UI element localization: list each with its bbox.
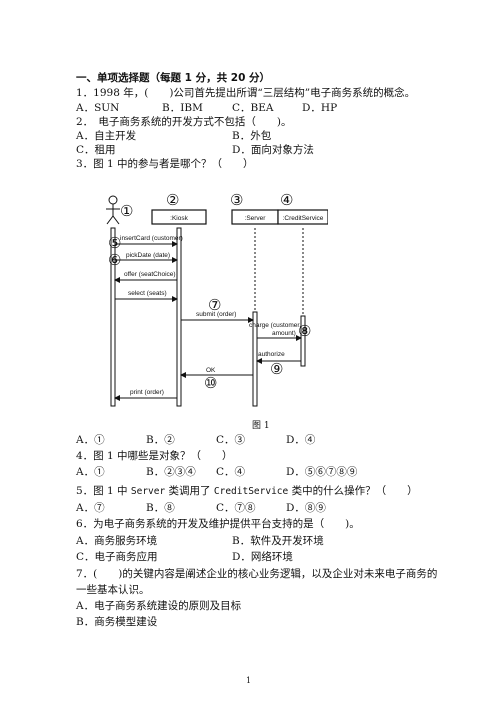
q5-stem-pre: 5．图 1 中 (76, 485, 131, 497)
question-1-stem: 1．1998 年，( )公司首先提出所谓“三层结构”电子商务系统的概念。 (76, 87, 416, 99)
marker-6: ⑥ (108, 251, 121, 269)
marker-4: ④ (280, 191, 293, 209)
lifeline-label-kiosk: :Kiosk (170, 215, 188, 222)
q4-option-b: B．②③④ (146, 466, 196, 478)
q6-option-c: C．电子商务应用 (76, 551, 158, 563)
msg-label-ok: OK (206, 367, 216, 374)
question-5-stem: 5．图 1 中 Server 类调用了 CreditService 类中的什么操… (76, 485, 418, 498)
msg-label-authorize: authorize (258, 351, 285, 358)
msg-label-select: select (seats) (128, 290, 167, 297)
q1-option-d: D．HP (302, 102, 338, 114)
marker-9: ⑨ (270, 360, 283, 378)
question-2-stem: 2． 电子商务系统的开发方式不包括（ )。 (76, 116, 292, 128)
actor-activation (110, 227, 116, 407)
marker-3: ③ (230, 191, 243, 209)
msg-label-amount: amount) (272, 330, 296, 337)
msg-label-pickdate: pickDate (date) (126, 252, 170, 259)
section-heading: 一、单项选择题（每题 1 分，共 20 分） (76, 72, 271, 84)
q3-option-c: C．③ (216, 434, 246, 446)
question-4-stem: 4．图 1 中哪些是对象？（ ） (76, 450, 233, 462)
marker-10: ⑩ (204, 374, 217, 392)
q3-option-d: D．④ (286, 434, 316, 446)
q7-option-b: B．商务模型建设 (76, 616, 158, 628)
kiosk-activation (176, 227, 182, 407)
marker-8: ⑧ (298, 322, 311, 340)
lifeline-label-creditservice: :CreditService (283, 215, 324, 222)
msg-label-insertcard: insertCard (customer) (120, 235, 183, 242)
q6-option-a: A．商务服务环境 (76, 535, 158, 547)
lifeline-label-server: :Server (245, 215, 267, 222)
q1-option-c: C．BEA (232, 102, 274, 114)
figure-caption: 图 1 (252, 421, 270, 431)
q5-option-a: A．⑦ (76, 502, 105, 514)
q1-option-a: A．SUN (76, 102, 120, 114)
question-3-stem: 3．图 1 中的参与者是哪个？（ ） (76, 158, 254, 170)
q7-option-a: A．电子商务系统建设的原则及目标 (76, 600, 242, 612)
q6-option-b: B．软件及开发环境 (232, 535, 324, 547)
msg-label-charge: charge (customer, (249, 322, 301, 329)
question-6-stem: 6．为电子商务系统的开发及维护提供平台支持的是（ )。 (76, 518, 360, 530)
marker-7: ⑦ (208, 296, 221, 314)
msg-label-submit: submit (order) (196, 311, 236, 318)
q2-option-b: B．外包 (232, 130, 272, 142)
question-7-stem-cont: 一些基本认识。 (76, 584, 150, 596)
q5-code-creditservice: CreditService (213, 486, 289, 497)
q1-option-b: B．IBM (162, 102, 203, 114)
msg-label-offer: offer (seatChoice) (124, 271, 176, 278)
q5-code-server: Server (130, 486, 166, 497)
sequence-diagram: :Kiosk :Server :CreditService insertCard… (100, 188, 329, 410)
q5-option-b: B．⑧ (146, 502, 175, 514)
q2-option-d: D．面向对象方法 (232, 144, 314, 156)
q2-option-c: C．租用 (76, 144, 116, 156)
question-7-stem: 7．( )的关键内容是阐述企业的核心业务逻辑，以及企业对未来电子商务的 (76, 568, 438, 580)
marker-5: ⑤ (108, 234, 121, 252)
q4-option-a: A．① (76, 466, 105, 478)
marker-2: ② (166, 191, 179, 209)
q5-stem-mid: 类调用了 (165, 485, 214, 497)
page-number: 1 (246, 676, 252, 685)
q2-option-a: A．自主开发 (76, 130, 137, 142)
q6-option-d: D．网络环境 (232, 551, 293, 563)
q5-option-c: C．⑦⑧ (216, 502, 256, 514)
creditservice-activation (300, 315, 306, 367)
marker-1: ① (120, 202, 133, 220)
msg-label-print: print (order) (130, 389, 164, 396)
actor-figure (106, 195, 120, 225)
q5-stem-post: 类中的什么操作？（ ） (288, 485, 418, 497)
sequence-diagram-svg: :Kiosk :Server :CreditService insertCard… (106, 191, 329, 407)
q3-option-b: B．② (146, 434, 175, 446)
q3-option-a: A．① (76, 434, 105, 446)
q4-option-d: D．⑤⑥⑦⑧⑨ (286, 466, 358, 478)
q4-option-c: C．④ (216, 466, 246, 478)
kiosk-box (151, 209, 207, 225)
q5-option-d: D．⑧⑨ (286, 502, 326, 514)
